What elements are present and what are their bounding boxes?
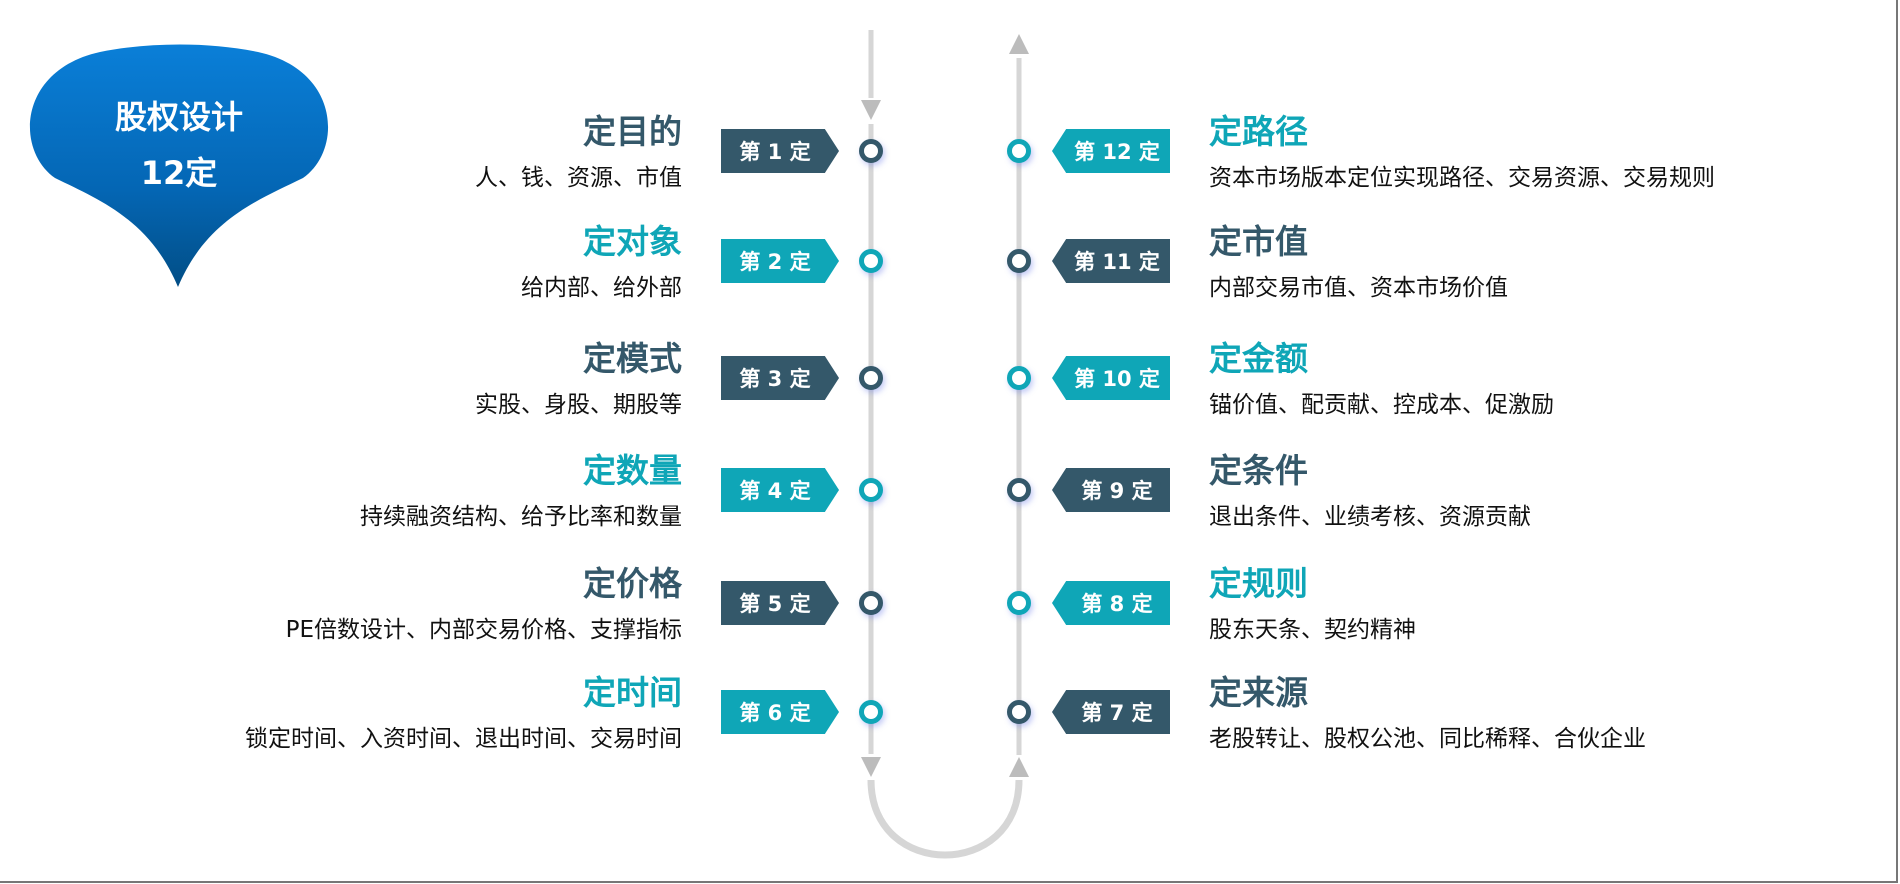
step-title: 定来源: [1209, 673, 1308, 712]
step-node-icon: [1007, 139, 1031, 163]
step-title: 定条件: [1209, 451, 1308, 490]
step-description: 老股转让、股权公池、同比稀释、合伙企业: [1209, 726, 1646, 752]
step-title: 定目的: [583, 112, 682, 151]
step-node-icon: [859, 249, 883, 273]
badge-title: 股权设计: [114, 98, 243, 136]
pin-badge-shape: [29, 44, 329, 287]
step-description: 退出条件、业绩考核、资源贡献: [1209, 504, 1531, 530]
step-node-icon: [1007, 249, 1031, 273]
step-title: 定对象: [583, 222, 682, 261]
step-node-icon: [1007, 591, 1031, 615]
step-node-icon: [859, 478, 883, 502]
step-title: 定价格: [583, 564, 682, 603]
step-description: 锚价值、配贡献、控成本、促激励: [1209, 392, 1554, 418]
step-title: 定时间: [583, 673, 682, 712]
step-tag: 第 9 定: [1052, 468, 1170, 512]
step-node-icon: [1007, 700, 1031, 724]
step-node-icon: [859, 139, 883, 163]
step-tag: 第 10 定: [1052, 356, 1170, 400]
step-title: 定规则: [1209, 564, 1308, 603]
step-description: 锁定时间、入资时间、退出时间、交易时间: [245, 726, 682, 752]
step-tag: 第 5 定: [721, 581, 839, 625]
step-title: 定模式: [583, 339, 682, 378]
step-description: 资本市场版本定位实现路径、交易资源、交易规则: [1209, 165, 1715, 191]
step-tag: 第 3 定: [721, 356, 839, 400]
step-node-icon: [859, 366, 883, 390]
step-node-icon: [1007, 366, 1031, 390]
step-node-icon: [859, 700, 883, 724]
step-description: PE倍数设计、内部交易价格、支撑指标: [285, 617, 682, 643]
step-description: 内部交易市值、资本市场价值: [1209, 275, 1508, 301]
step-tag: 第 4 定: [721, 468, 839, 512]
step-title: 定金额: [1209, 339, 1308, 378]
step-tag: 第 12 定: [1052, 129, 1170, 173]
step-tag: 第 6 定: [721, 690, 839, 734]
badge-count: 12定: [140, 154, 218, 192]
step-tag: 第 1 定: [721, 129, 839, 173]
step-title: 定数量: [583, 451, 682, 490]
step-title: 定路径: [1209, 112, 1308, 151]
up-arrow-icon: [1009, 34, 1029, 54]
u-turn-arc: [867, 779, 1023, 859]
step-description: 实股、身股、期股等: [475, 392, 682, 418]
step-node-icon: [859, 591, 883, 615]
step-tag: 第 7 定: [1052, 690, 1170, 734]
step-tag: 第 2 定: [721, 239, 839, 283]
step-tag: 第 8 定: [1052, 581, 1170, 625]
up-arrow-icon: [1009, 757, 1029, 777]
step-tag: 第 11 定: [1052, 239, 1170, 283]
step-description: 人、钱、资源、市值: [475, 165, 682, 191]
step-description: 股东天条、契约精神: [1209, 617, 1416, 643]
step-title: 定市值: [1209, 222, 1308, 261]
down-arrow-icon: [861, 757, 881, 777]
down-arrow-icon: [861, 100, 881, 120]
step-description: 给内部、给外部: [521, 275, 682, 301]
step-description: 持续融资结构、给予比率和数量: [360, 504, 682, 530]
step-node-icon: [1007, 478, 1031, 502]
